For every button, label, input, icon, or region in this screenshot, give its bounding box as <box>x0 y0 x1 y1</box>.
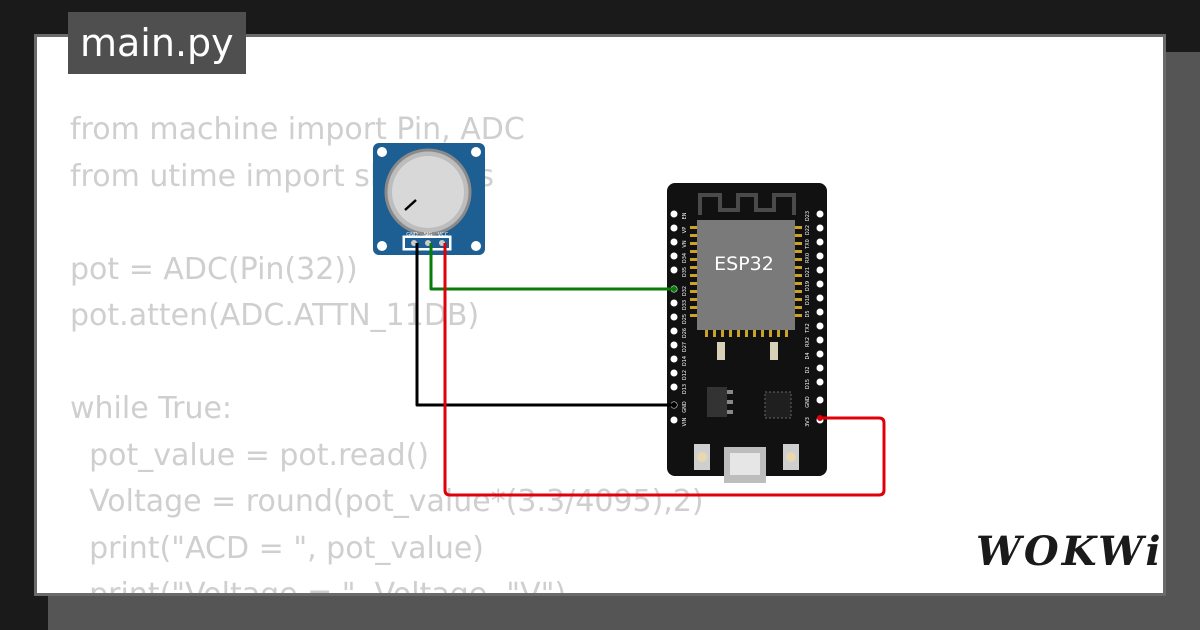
boot-button[interactable] <box>786 452 796 462</box>
regulator-pin <box>727 390 733 394</box>
pin-label: RX2 <box>805 337 811 347</box>
pin-label: D15 <box>805 379 811 389</box>
code-line: print("Voltage = ", Voltage, "V") <box>70 577 567 596</box>
mount-hole <box>377 241 387 251</box>
mount-hole <box>471 241 481 251</box>
antenna-trace <box>698 193 796 215</box>
pot-knob[interactable] <box>392 156 464 228</box>
wire-signal[interactable] <box>429 243 674 291</box>
pin-label: D25 <box>682 314 688 324</box>
pin-label: D12 <box>682 370 688 380</box>
wire-power[interactable] <box>443 243 886 497</box>
esp32-left-pin-holes <box>670 210 678 424</box>
pin-label: D4 <box>805 352 811 359</box>
esp32-chip <box>697 220 795 330</box>
pin-label: TX0 <box>805 239 811 250</box>
chip-pins <box>690 226 802 337</box>
pin-label: D32 <box>682 286 688 296</box>
pin-label: EN <box>682 212 688 219</box>
pin-label: D21 <box>805 267 811 277</box>
code-line: Voltage = round(pot_value*(3.3/4095),2) <box>70 484 704 519</box>
pot-indicator <box>404 199 417 211</box>
pin-label: 3V3 <box>805 417 811 427</box>
wire-endpoint <box>671 286 677 292</box>
esp32-board[interactable]: ESP32 EN VP VN D <box>667 183 827 483</box>
pot-pin-label: VCC <box>438 232 449 238</box>
pot-pin-label: GND <box>406 232 418 238</box>
potentiometer[interactable]: GND SIG VCC <box>373 143 485 255</box>
code-line: while True: <box>70 391 233 426</box>
file-tab-label: main.py <box>80 21 234 65</box>
pin-label: GND <box>805 396 811 408</box>
pin-label: GND <box>682 401 688 413</box>
en-button[interactable] <box>697 452 707 462</box>
pin-label: D14 <box>682 356 688 366</box>
mount-hole <box>377 147 387 157</box>
pin-label: D13 <box>682 384 688 394</box>
voltage-regulator <box>707 387 727 417</box>
usb-port-inner <box>730 453 760 475</box>
wokwi-logo: WOKWi <box>976 528 1164 575</box>
file-tab-main-py[interactable]: main.py <box>68 12 246 74</box>
pin-label: D23 <box>805 211 811 221</box>
pin-label: VN <box>682 240 688 247</box>
wire-endpoint <box>671 402 677 408</box>
pin-label: D22 <box>805 225 811 235</box>
usb-uart-chip <box>764 391 792 419</box>
smd-component <box>770 342 778 360</box>
pin-label: D35 <box>682 267 688 277</box>
code-line: print("ACD = ", pot_value) <box>70 530 484 566</box>
esp32-chip-label: ESP32 <box>714 253 774 275</box>
pin-label: VP <box>682 227 688 233</box>
pin-label: D26 <box>682 328 688 338</box>
pin-label: D19 <box>805 281 811 291</box>
code-line: from machine import Pin, ADC <box>70 112 525 147</box>
pin-label: D27 <box>682 342 688 352</box>
pin-label: RX0 <box>805 253 811 263</box>
wire-endpoint <box>817 415 823 421</box>
regulator-pin <box>727 410 733 414</box>
wire-ground[interactable] <box>415 243 674 407</box>
esp32-right-pin-labels: D23 D22 TX0 RX0 D21 D19 D18 D5 TX2 RX2 D… <box>805 211 811 427</box>
code-line: pot_value = pot.read() <box>70 437 430 473</box>
pin-label: VIN <box>682 417 688 426</box>
pin-label: D33 <box>682 300 688 310</box>
regulator-pin <box>727 400 733 404</box>
smd-component <box>717 342 725 360</box>
pot-pin-label: SIG <box>424 232 433 238</box>
code-line: pot = ADC(Pin(32)) <box>70 251 358 287</box>
pin-label: D2 <box>805 366 811 373</box>
pin-label: D5 <box>805 310 811 317</box>
pin-label: D34 <box>682 253 688 263</box>
esp32-left-pin-labels: EN VP VN D34 D35 D32 D33 D25 D26 D27 D14… <box>682 212 688 426</box>
pin-label: D18 <box>805 295 811 305</box>
pin-label: TX2 <box>805 323 811 334</box>
esp32-right-pin-holes <box>816 210 824 424</box>
code-line: pot.atten(ADC.ATTN_11DB) <box>70 298 480 333</box>
mount-hole <box>471 147 481 157</box>
